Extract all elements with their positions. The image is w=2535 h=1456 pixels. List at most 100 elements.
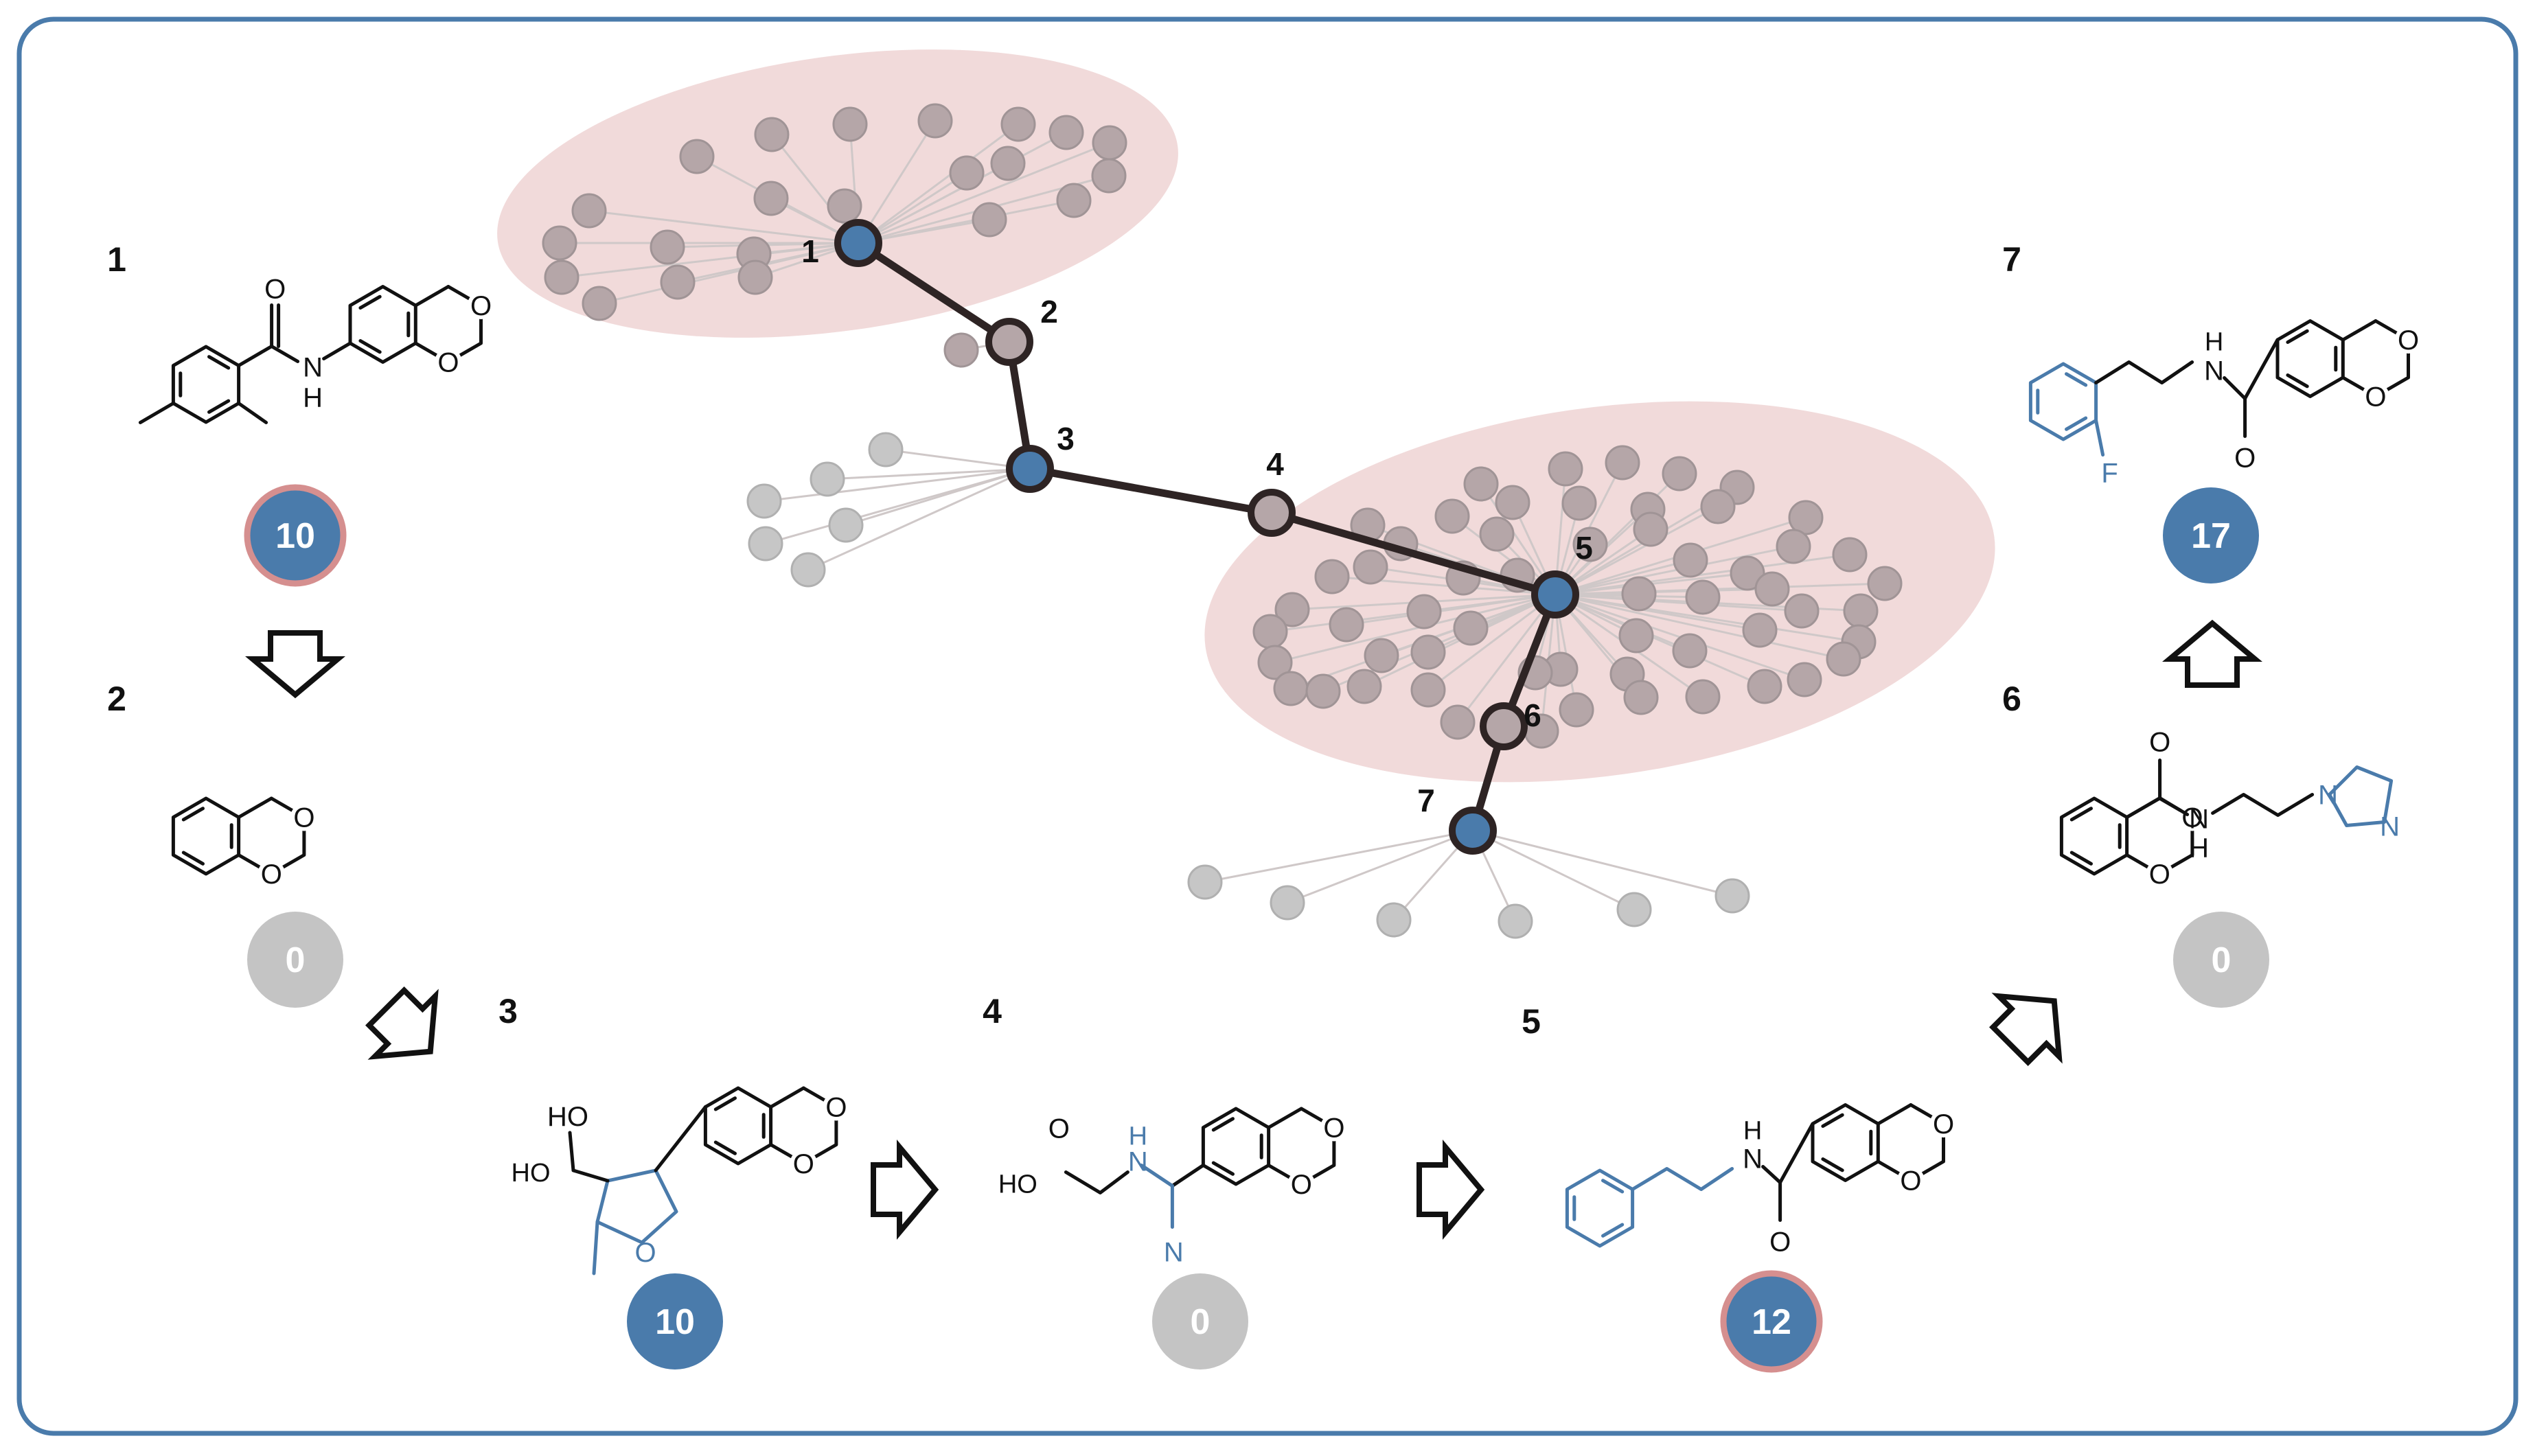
bond (2158, 796, 2190, 816)
leaf-edge (1555, 505, 1719, 596)
count-badge-value: 0 (286, 940, 306, 980)
atom-mask (1896, 1166, 1925, 1194)
leaf-node (1440, 704, 1476, 740)
bond (1821, 1157, 1844, 1172)
leaf-node (1787, 662, 1822, 697)
bond (237, 402, 268, 424)
bond (358, 339, 382, 354)
bond (138, 402, 175, 424)
leaf-node (1673, 542, 1708, 578)
bond (2065, 372, 2088, 387)
leaf-node (737, 259, 773, 295)
bond (654, 1105, 707, 1172)
leaf-node (1453, 610, 1489, 646)
leaf-node (1410, 634, 1446, 670)
leaf-node (1495, 485, 1530, 520)
leaf-node (1685, 679, 1721, 715)
count-badge (247, 912, 343, 1008)
bond (1170, 1164, 1205, 1188)
leaf-node (679, 139, 715, 174)
bond (181, 851, 205, 866)
leaf-node (1867, 566, 1903, 601)
molecule-number: 2 (107, 680, 126, 718)
count-badge (2173, 912, 2269, 1008)
leaf-node (990, 146, 1026, 181)
bond (237, 796, 273, 819)
leaf-node (1572, 527, 1608, 562)
leaf-node (1730, 555, 1765, 591)
molecule-number: 1 (107, 240, 126, 279)
atom-label: O (2181, 803, 2203, 833)
leaf-edge (857, 120, 937, 244)
molecule-number: 3 (498, 992, 518, 1030)
atom-label: N (1164, 1238, 1184, 1268)
leaf-node (1747, 669, 1782, 704)
path-node-hit (1531, 570, 1579, 619)
leaf-node (1187, 864, 1223, 900)
bond (207, 355, 231, 370)
atom-label: O (2234, 443, 2256, 474)
leaf-node (1305, 673, 1341, 709)
atom-mask (290, 803, 318, 831)
leaf-edge (1555, 588, 1773, 596)
leaf-node (544, 259, 580, 295)
leaf-node (1662, 456, 1697, 492)
atom-label: O (437, 348, 459, 378)
path-edge (854, 239, 1013, 346)
flow-arrow-icon (871, 1140, 939, 1240)
leaf-node (1559, 692, 1594, 728)
count-badge (1720, 1270, 1823, 1373)
leaf-node (1329, 607, 1364, 643)
atom-mask (2361, 382, 2389, 411)
atom-mask (1320, 1113, 1348, 1142)
bond (270, 345, 300, 363)
leaf-edge (807, 467, 1031, 571)
leaf-node (1621, 576, 1657, 612)
path-node (1480, 702, 1528, 750)
bond (571, 1168, 610, 1183)
bond (2069, 807, 2093, 822)
bond (592, 1220, 599, 1275)
bond (2341, 319, 2378, 342)
atom-mask (257, 860, 286, 888)
path-node-label: 2 (1040, 294, 1058, 330)
leaf-edge (764, 467, 1031, 502)
atom-label: H (303, 383, 323, 413)
path-node-label: 6 (1524, 697, 1541, 733)
leaf-edge (1555, 593, 1802, 612)
bond (713, 1140, 737, 1155)
atom-label: N (2318, 781, 2338, 811)
atom-label: N (2189, 805, 2209, 835)
leaf-node (1056, 183, 1092, 218)
leaf-node (1252, 614, 1288, 649)
bond (2065, 416, 2088, 431)
bond (1267, 1107, 1303, 1129)
atom-label: O (1291, 1170, 1312, 1200)
leaf-node (582, 286, 617, 321)
bond (1064, 1170, 1129, 1194)
leaf-edge (827, 467, 1031, 481)
path-node-label: 5 (1575, 530, 1593, 566)
leaf-edge (1472, 829, 1635, 911)
count-badge-value: 12 (1752, 1302, 1791, 1342)
leaf-edge (1274, 593, 1556, 664)
bond (2223, 376, 2247, 400)
atom-mask (434, 348, 462, 376)
path-edge (1026, 465, 1276, 517)
path-node-label: 4 (1266, 446, 1284, 482)
leaf-node (1314, 559, 1350, 594)
bond (1631, 1167, 1734, 1191)
bond (1211, 1161, 1235, 1176)
leaf-node (1616, 892, 1652, 927)
bond (1821, 1113, 1844, 1128)
leaf-node (571, 193, 607, 229)
leaf-node (1273, 671, 1309, 706)
atom-label: O (2365, 382, 2386, 413)
leaf-edge (588, 209, 859, 244)
bond (1601, 1223, 1625, 1238)
